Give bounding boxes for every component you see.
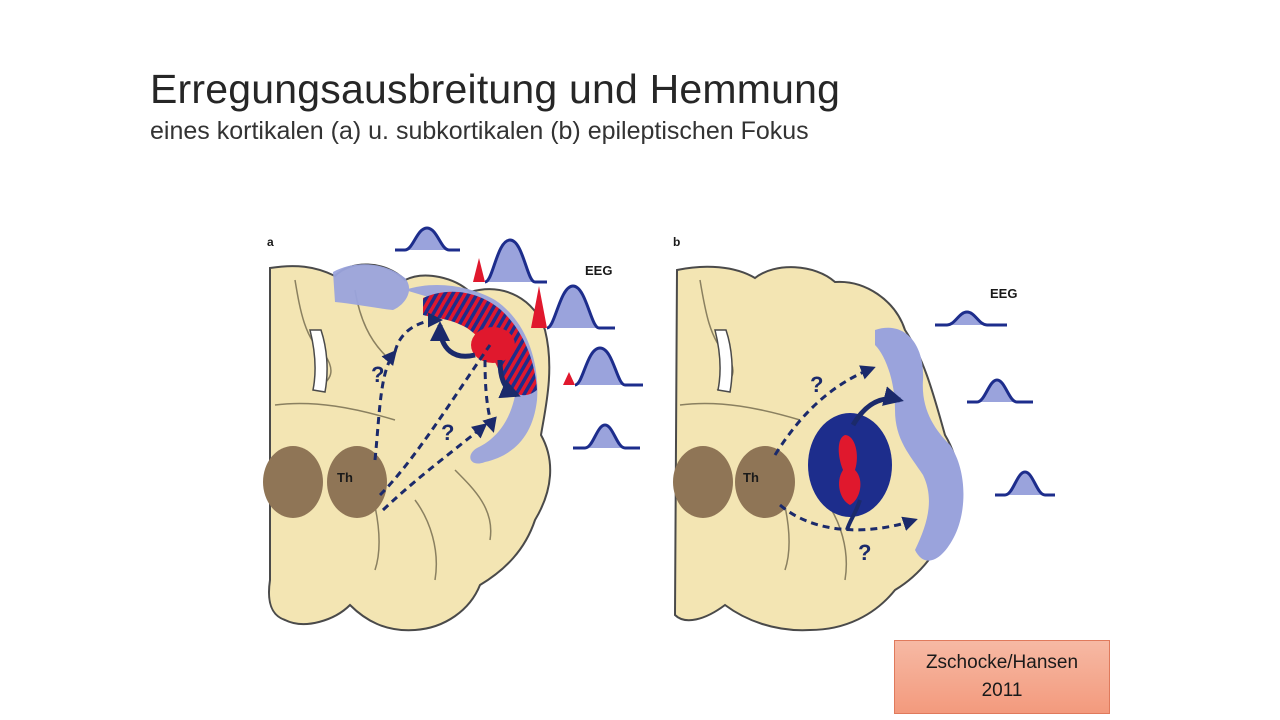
panel-b-thalamus-label: Th	[743, 470, 759, 485]
slide-title: Erregungsausbreitung und Hemmung	[150, 66, 841, 112]
panel-a-arrow-5	[482, 359, 497, 433]
panel-a-ventricle	[309, 329, 328, 393]
panel-b-ventricle	[714, 329, 733, 393]
panel-a-question-mark-1: ?	[371, 362, 384, 387]
panel-b-cortex-band	[875, 327, 964, 561]
panel-b-solid-arrow-1	[850, 386, 904, 427]
panel-a: a Th ? ? EEG	[263, 226, 643, 632]
panel-b-eeg-label: EEG	[990, 286, 1017, 301]
panel-b-eeg-trace-1	[935, 310, 1007, 327]
panel-b-solid-arrow-2	[845, 499, 862, 531]
panel-b-thalamus-right	[735, 446, 795, 518]
panel-a-thalamus-label: Th	[337, 470, 353, 485]
citation-box: Zschocke/Hansen 2011	[894, 640, 1110, 714]
panel-a-focus-stripes	[423, 291, 537, 396]
panel-b-thalamus-left	[673, 446, 733, 518]
panel-a-question-mark-2: ?	[441, 420, 454, 445]
figure-epileptic-focus: a Th ? ? EEG	[263, 226, 1055, 632]
panel-b-question-mark-2: ?	[858, 540, 871, 565]
panel-a-eeg-trace-5	[573, 423, 640, 450]
panel-a-eeg-trace-1	[395, 226, 460, 252]
panel-a-focus-core	[471, 327, 515, 363]
citation-year: 2011	[981, 680, 1023, 701]
panel-a-eeg-trace-3	[525, 284, 615, 330]
panel-b-focus-core	[838, 435, 861, 505]
panel-a-gyrus-lines	[274, 279, 492, 581]
panel-a-eeg-trace-4	[555, 346, 643, 387]
panel-a-arrow-4	[381, 423, 488, 512]
panel-b-arrow-2	[779, 503, 918, 532]
panel-a-arrow-1	[373, 349, 397, 461]
panel-b-eeg-trace-2	[967, 378, 1033, 404]
panel-a-letter: a	[267, 235, 274, 249]
panel-b-letter: b	[673, 235, 680, 249]
panel-b-arrow-1	[773, 365, 876, 456]
citation-authors: Zschocke/Hansen	[925, 652, 1079, 673]
panel-a-solid-arrow-1	[430, 321, 476, 359]
panel-a-thalamus-left	[263, 446, 323, 518]
panel-a-arrow-2	[393, 312, 443, 353]
panel-b-question-mark-1: ?	[810, 372, 823, 397]
panel-b-eeg-trace-3	[995, 470, 1055, 497]
panel-b: b Th ? ? EEG	[673, 235, 1055, 632]
panel-a-eeg-trace-2	[465, 238, 547, 284]
panel-a-solid-arrow-2	[497, 359, 521, 399]
panel-a-eeg-label: EEG	[585, 263, 612, 278]
panel-a-arrow-3	[378, 344, 492, 497]
panel-a-thalamus-right	[327, 446, 387, 518]
slide-subtitle: eines kortikalen (a) u. subkortikalen (b…	[150, 117, 809, 145]
